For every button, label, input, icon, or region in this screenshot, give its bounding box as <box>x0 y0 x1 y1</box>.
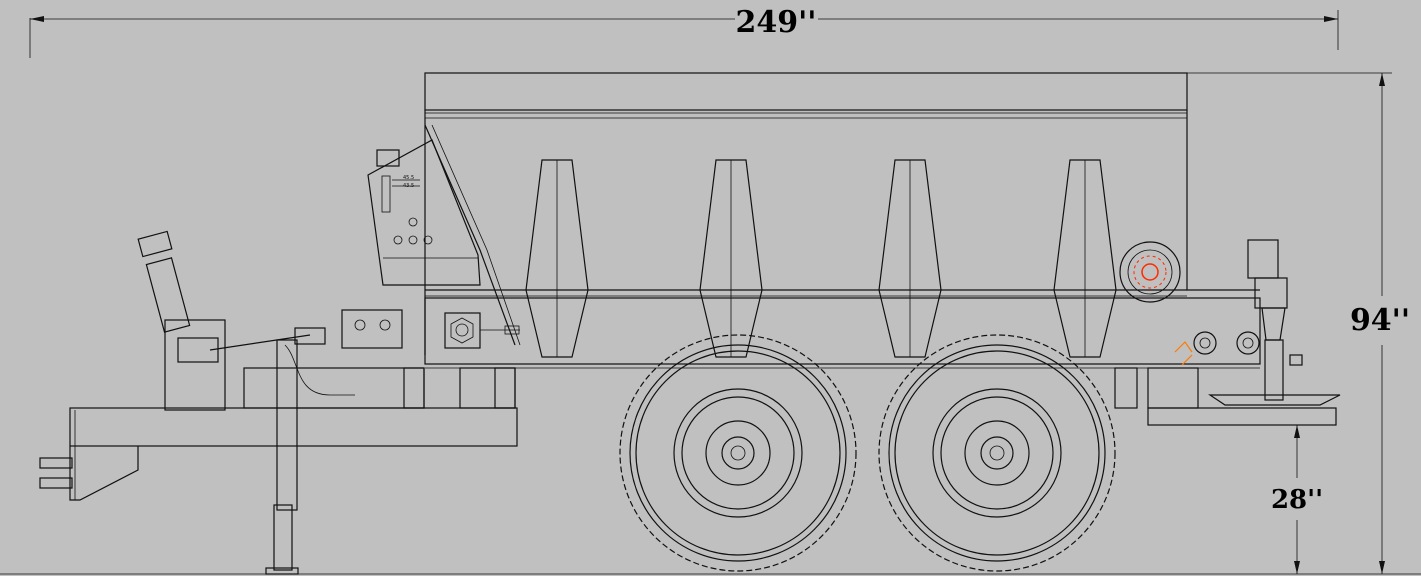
length-dimension: 249'' <box>29 5 1339 58</box>
height-dimension: 94'' <box>1165 72 1410 574</box>
pto-shaft <box>137 230 403 411</box>
hopper <box>424 72 1261 369</box>
control-box: 45.5 43.5 <box>367 139 481 286</box>
stiffener-ribs <box>525 159 1117 358</box>
rear-wheel <box>878 334 1116 572</box>
front-wheel <box>619 334 857 572</box>
spinner-motor <box>1174 239 1341 406</box>
jack-stand <box>265 339 355 575</box>
rear-handwheel <box>1119 241 1181 303</box>
clearance-dimension: 28'' <box>1150 424 1336 574</box>
height-label: 94'' <box>1350 303 1410 338</box>
bearing-block <box>444 312 520 349</box>
clearance-label: 28'' <box>1271 485 1323 515</box>
gauge-mark-upper: 45.5 <box>403 175 414 181</box>
gauge-mark-lower: 43.5 <box>403 183 414 189</box>
chassis-frame <box>39 367 1337 501</box>
length-label: 249'' <box>736 5 817 40</box>
